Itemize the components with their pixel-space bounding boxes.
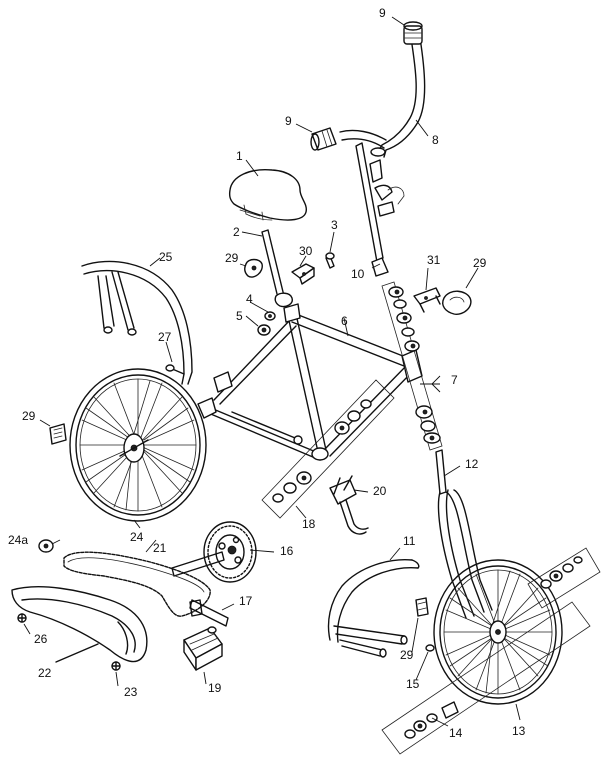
part-labels: 9 9 8 1 2 3 30 29 4 5 6 10 31 29 25 27 7… <box>8 6 526 740</box>
screw-23 <box>111 661 121 671</box>
label-29-seat: 29 <box>225 251 239 265</box>
chain-guard <box>11 586 148 663</box>
label-2: 2 <box>233 225 240 239</box>
reflector-seat <box>243 258 263 278</box>
rear-fender <box>81 260 193 385</box>
chain <box>63 551 211 617</box>
label-12: 12 <box>465 457 479 471</box>
handlebar <box>339 37 426 158</box>
saddle <box>228 169 308 221</box>
axle-22 <box>55 643 99 663</box>
label-17: 17 <box>239 594 253 608</box>
label-31: 31 <box>427 253 441 267</box>
label-1: 1 <box>236 149 243 163</box>
label-29-rear: 29 <box>22 409 36 423</box>
reflector-wheel <box>415 597 429 617</box>
label-13: 13 <box>512 724 526 738</box>
label-21: 21 <box>153 541 167 555</box>
label-4: 4 <box>246 292 253 306</box>
label-24a: 24a <box>8 533 28 547</box>
nut-5 <box>257 324 271 336</box>
label-20: 20 <box>373 484 387 498</box>
label-26: 26 <box>34 632 48 646</box>
reflector-rear <box>49 423 67 445</box>
stem <box>355 142 405 277</box>
label-7: 7 <box>451 373 458 387</box>
label-29-front: 29 <box>473 256 487 270</box>
chainring <box>203 521 257 583</box>
label-9-left: 9 <box>285 114 292 128</box>
pedal <box>183 626 223 671</box>
headset-bearings <box>381 281 443 451</box>
label-19: 19 <box>208 681 222 695</box>
grip-top <box>403 21 423 45</box>
grip-left <box>310 127 337 151</box>
crank-left <box>171 551 229 627</box>
label-15: 15 <box>406 677 420 691</box>
label-18: 18 <box>302 517 316 531</box>
label-10: 10 <box>351 267 365 281</box>
kickstand <box>329 475 369 535</box>
seat-post <box>261 229 293 308</box>
bracket-30 <box>291 263 315 285</box>
reflector-front <box>442 290 472 315</box>
rear-wheel <box>69 368 207 522</box>
label-23: 23 <box>124 685 138 699</box>
front-fender <box>327 559 420 658</box>
label-16: 16 <box>280 544 294 558</box>
frame <box>197 303 423 461</box>
bracket-31 <box>413 287 441 313</box>
nut-15 <box>425 644 435 652</box>
front-wheel <box>433 559 563 705</box>
label-14: 14 <box>449 726 463 740</box>
label-11: 11 <box>403 534 416 548</box>
label-25: 25 <box>159 250 173 264</box>
label-8: 8 <box>432 133 439 147</box>
label-27: 27 <box>158 330 172 344</box>
washer-4 <box>264 311 276 321</box>
label-9-top: 9 <box>379 6 386 20</box>
screw-26 <box>17 613 27 623</box>
front-hub-parts <box>381 547 601 755</box>
label-24: 24 <box>130 530 144 544</box>
label-5: 5 <box>236 309 243 323</box>
label-30: 30 <box>299 244 313 258</box>
bottom-bracket-parts <box>261 379 395 519</box>
chain-link <box>38 539 54 553</box>
leader-lines <box>23 16 521 727</box>
bolt-3 <box>325 252 335 269</box>
label-6: 6 <box>341 314 348 328</box>
label-22: 22 <box>38 666 52 680</box>
screw-27 <box>165 364 185 375</box>
label-3: 3 <box>331 218 338 232</box>
label-29-wheel: 29 <box>400 648 414 662</box>
